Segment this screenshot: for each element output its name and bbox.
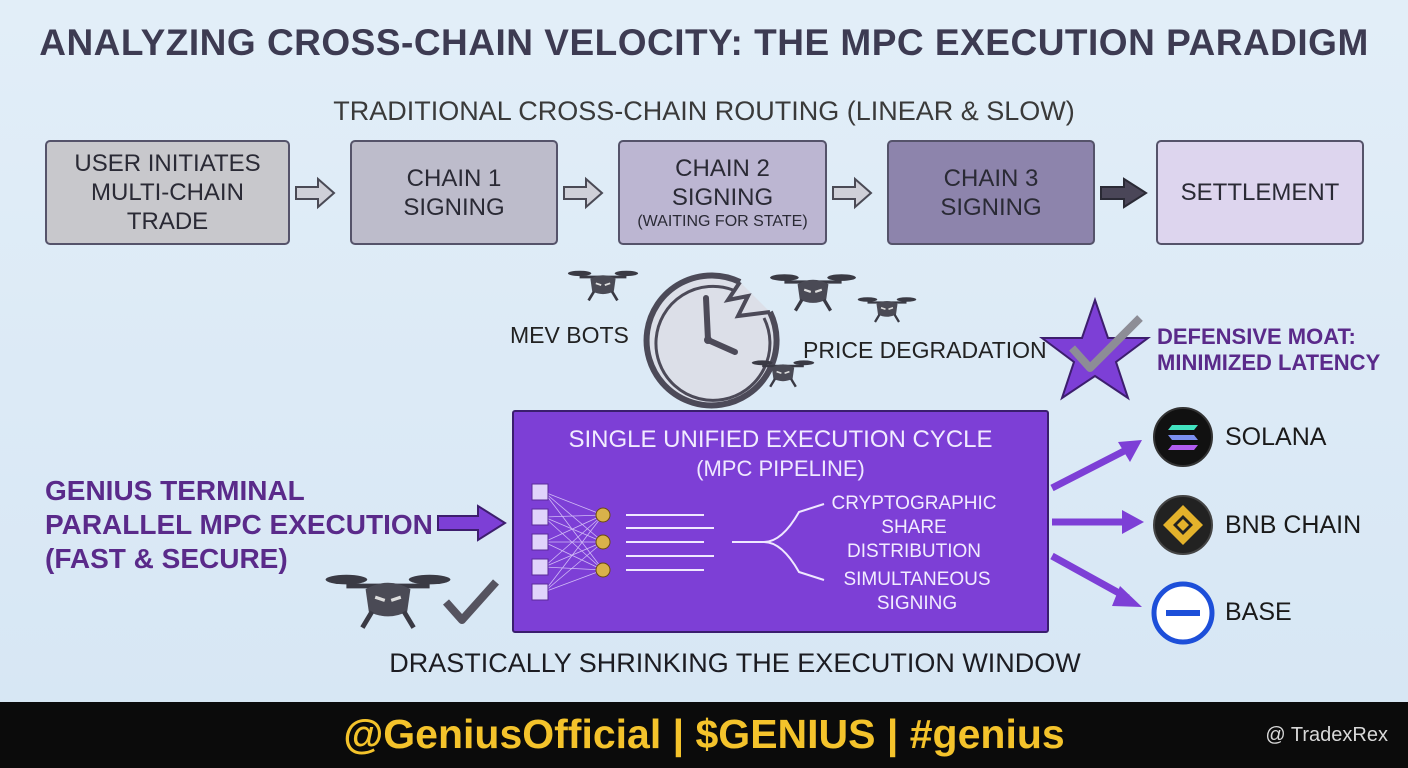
mpc-pipeline-panel: SINGLE UNIFIED EXECUTION CYCLE (MPC PIPE…	[512, 410, 1049, 633]
page-title: ANALYZING CROSS-CHAIN VELOCITY: THE MPC …	[39, 22, 1369, 63]
chain-label-base: BASE	[1225, 598, 1292, 626]
step-text: SIGNING	[940, 193, 1042, 221]
chain-label-solana: SOLANA	[1225, 423, 1327, 451]
base-icon	[1151, 581, 1215, 645]
step-chain2-signing: CHAIN 2 SIGNING (WAITING FOR STATE)	[618, 140, 827, 245]
genius-line: (FAST & SECURE)	[45, 543, 288, 574]
genius-line: GENIUS TERMINAL	[45, 475, 305, 506]
flow-arrow-3	[832, 178, 872, 208]
panel-line: SHARE DISTRIBUTION	[846, 517, 982, 562]
drone-icon	[856, 296, 918, 324]
step-user-initiates: USER INITIATES MULTI-CHAIN TRADE	[45, 140, 290, 245]
step-text: CHAIN 2	[675, 154, 770, 182]
step-text: SIGNING	[403, 193, 505, 221]
pipeline-title: SINGLE UNIFIED EXECUTION CYCLE	[568, 426, 993, 453]
broken-clock-icon	[643, 272, 780, 409]
drone-icon	[768, 272, 858, 313]
bnb-icon	[1153, 495, 1213, 555]
drone-icon	[566, 269, 640, 302]
traditional-heading: TRADITIONAL CROSS-CHAIN ROUTING (LINEAR …	[333, 96, 1075, 126]
step-text: TRADE	[126, 208, 209, 235]
panel-line: CRYPTOGRAPHIC	[831, 493, 997, 514]
genius-line: PARALLEL MPC EXECUTION	[45, 509, 433, 540]
solana-icon	[1153, 407, 1213, 467]
step-text: SETTLEMENT	[1180, 179, 1340, 206]
bottom-caption: DRASTICALLY SHRINKING THE EXECUTION WIND…	[389, 648, 1081, 678]
panel-line: SIGNING	[876, 593, 958, 614]
share-distribution-label: CRYPTOGRAPHIC SHARE DISTRIBUTION	[814, 492, 1014, 564]
watermark: @ TradexRex	[1265, 724, 1388, 746]
step-text: USER INITIATES	[74, 150, 261, 177]
output-arrows	[1050, 440, 1144, 607]
step-settlement: SETTLEMENT	[1156, 140, 1364, 245]
defensive-moat-label: DEFENSIVE MOAT: MINIMIZED LATENCY	[1157, 324, 1380, 376]
moat-line: MINIMIZED LATENCY	[1157, 350, 1381, 375]
checkmark-icon	[443, 579, 499, 624]
step-text: MULTI-CHAIN	[91, 179, 244, 206]
footer-bar: @GeniusOfficial | $GENIUS | #genius @ Tr…	[0, 702, 1408, 768]
step-subtext: (WAITING FOR STATE)	[637, 212, 808, 230]
chain-label-bnb: BNB CHAIN	[1225, 511, 1362, 539]
step-text: CHAIN 3	[943, 164, 1039, 192]
neural-network-icon	[531, 483, 825, 601]
input-arrow	[437, 504, 507, 542]
panel-line: SIMULTANEOUS	[843, 569, 991, 590]
genius-terminal-label: GENIUS TERMINAL PARALLEL MPC EXECUTION (…	[45, 474, 433, 576]
star-check-icon	[1039, 296, 1151, 401]
flow-arrow-1	[295, 178, 335, 208]
flow-arrow-2	[563, 178, 603, 208]
step-chain1-signing: CHAIN 1 SIGNING	[350, 140, 558, 245]
mev-bots-label: MEV BOTS	[510, 322, 629, 348]
drone-icon	[326, 575, 451, 628]
step-text: SIGNING	[671, 183, 774, 211]
flow-arrow-4	[1100, 177, 1148, 209]
footer-handles: @GeniusOfficial | $GENIUS | #genius	[343, 711, 1065, 757]
step-text: CHAIN 1	[406, 164, 502, 192]
pipeline-subtitle: (MPC PIPELINE)	[696, 456, 865, 481]
moat-line: DEFENSIVE MOAT:	[1157, 324, 1356, 349]
simultaneous-signing-label: SIMULTANEOUS SIGNING	[817, 568, 1017, 616]
price-degradation-label: PRICE DEGRADATION	[803, 337, 1047, 363]
step-chain3-signing: CHAIN 3 SIGNING	[887, 140, 1095, 245]
